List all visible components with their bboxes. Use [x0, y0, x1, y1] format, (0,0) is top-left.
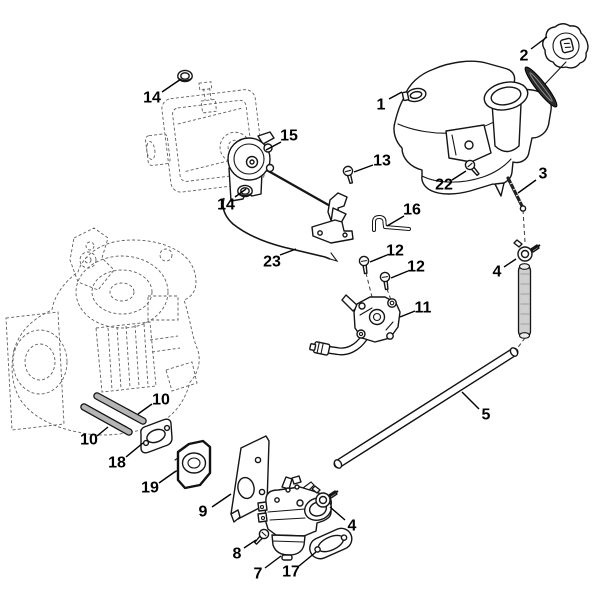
callout-label-18-16: 18 — [108, 455, 126, 472]
part-8-screw — [254, 528, 270, 545]
callout-label-11-13: 11 — [415, 300, 432, 317]
leader-line-12-10 — [369, 254, 388, 263]
part-18-gasket — [140, 418, 173, 454]
part-5-fuel-line — [333, 347, 519, 469]
callout-label-17-23: 17 — [282, 564, 300, 581]
part-7-carburetor — [257, 475, 333, 561]
callout-label-1-1: 1 — [377, 97, 386, 114]
part-1-fuel-tank — [393, 60, 552, 197]
callout-label-14-7: 14 — [217, 197, 235, 214]
callout-label-10-14: 10 — [152, 392, 170, 409]
leader-line-15-3 — [265, 141, 282, 151]
leader-line-17-23 — [298, 551, 317, 567]
part-12-screw-a — [358, 255, 370, 275]
leader-line-19-17 — [158, 470, 177, 484]
leader-line-4-12 — [503, 258, 517, 268]
part-15-throttle-control — [227, 131, 354, 244]
part-14-nut-mid — [237, 184, 253, 198]
leader-line-1-1 — [388, 91, 403, 100]
part-22-screw — [464, 159, 480, 177]
leader-line-10-15 — [96, 426, 109, 437]
leader-line-9-18 — [211, 493, 232, 508]
part-10-studs — [80, 392, 147, 436]
leader-line-4-20 — [329, 506, 346, 521]
callout-label-5-19: 5 — [482, 407, 491, 424]
part-3-rod — [506, 176, 527, 212]
leader-line-22-5 — [451, 170, 467, 181]
callout-label-15-3: 15 — [280, 128, 298, 145]
leader-line-23-9 — [279, 248, 297, 256]
leader-line-14-0 — [161, 78, 182, 93]
throttle-bracket — [311, 192, 354, 244]
part-4-clamp-right — [513, 239, 541, 262]
part-23-wire — [222, 197, 339, 262]
part-13-screw — [342, 165, 354, 185]
callout-label-3-6: 3 — [539, 166, 548, 183]
callout-label-12-11: 12 — [407, 259, 425, 276]
callout-label-9-18: 9 — [199, 504, 208, 521]
callout-label-22-5: 22 — [435, 177, 453, 194]
leader-line-14-7 — [234, 188, 247, 198]
callout-label-16-8: 16 — [403, 202, 421, 219]
callout-label-8-21: 8 — [233, 546, 242, 563]
leader-line-2-2 — [530, 36, 548, 50]
part-16-clip — [372, 214, 411, 232]
leader-line-13-4 — [353, 164, 374, 173]
part-12-screw-b — [379, 271, 391, 291]
callout-label-2-2: 2 — [520, 48, 529, 65]
part-11-pump — [309, 294, 401, 356]
callout-label-13-4: 13 — [373, 153, 391, 170]
leader-line-12-11 — [390, 270, 409, 279]
callout-label-10-15: 10 — [80, 432, 98, 449]
callout-label-7-22: 7 — [254, 566, 263, 583]
callout-label-23-9: 23 — [263, 254, 281, 271]
cap-strap — [524, 66, 558, 108]
fuel-hose-section — [517, 263, 532, 339]
callout-label-4-20: 4 — [348, 518, 357, 535]
leader-line-11-13 — [399, 310, 416, 318]
leader-line-16-8 — [386, 215, 405, 227]
part-17-gasket — [309, 527, 353, 560]
callout-label-14-0: 14 — [143, 90, 161, 107]
engine-block-ghost — [5, 227, 200, 436]
leader-line-5-19 — [461, 391, 480, 410]
part-19-spacer — [174, 439, 212, 490]
leader-line-7-22 — [264, 555, 282, 569]
part-2-fuel-cap — [524, 23, 589, 108]
part-4-clamp-bottom — [311, 485, 339, 508]
callout-label-19-17: 19 — [141, 480, 159, 497]
leader-line-18-16 — [125, 442, 144, 458]
leader-line-8-21 — [243, 539, 257, 549]
part-14-nut-top — [177, 69, 193, 83]
leader-line-10-14 — [137, 403, 153, 415]
callout-label-12-10: 12 — [386, 243, 404, 260]
callout-label-4-12: 4 — [493, 264, 502, 281]
leader-line-3-6 — [517, 179, 537, 194]
